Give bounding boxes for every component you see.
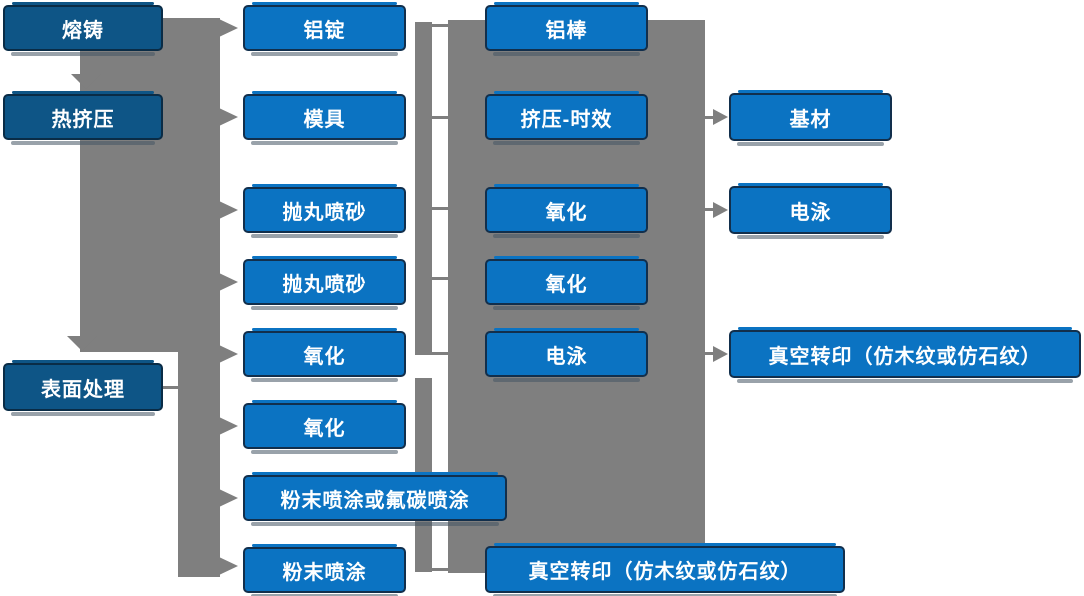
node-label: 氧化 [303,345,346,368]
arrow-shaft-to-substrate [705,116,714,119]
node-label: 电泳 [789,201,832,224]
node-vacuum-transfer-1: 真空转印（仿木纹或仿石纹） [485,543,845,596]
node-extrusion-aging: 挤压-时效 [485,91,648,145]
node-label: 抛丸喷砂 [282,273,367,296]
arrow-shaft-to-electrophoresis-2 [705,208,714,211]
node-hot-extrusion: 热挤压 [3,91,163,145]
node-label: 氧化 [303,417,346,440]
link-line-vacuum-transfer-1 [432,568,448,571]
node-label: 真空转印（仿木纹或仿石纹） [528,561,802,583]
node-substrate: 基材 [729,90,892,146]
arrow-down-to-hot-extrusion-icon [71,74,101,89]
node-electrophoresis-2: 电泳 [729,183,892,239]
arrow-right-to-shot-blasting-1-icon [219,201,238,219]
node-vacuum-transfer-2: 真空转印（仿木纹或仿石纹） [729,327,1081,383]
link-line-oxidation-4 [432,277,448,280]
arrow-right-to-aluminum-ingot-icon [219,19,238,37]
node-label: 氧化 [545,273,588,296]
node-oxidation-4: 氧化 [485,256,648,310]
node-oxidation-3: 氧化 [485,184,648,238]
node-label: 铝锭 [303,19,346,42]
node-shot-blasting-2: 抛丸喷砂 [243,256,406,310]
node-mold: 模具 [243,91,406,145]
arrow-right-to-electrophoresis-2-icon [713,202,728,218]
connector-middle-rail-upper [415,22,432,355]
link-line-aluminum-rod [432,24,448,27]
node-aluminum-ingot: 铝锭 [243,2,406,56]
arrow-right-to-powder-fluorocarbon-icon [219,489,238,507]
arrow-right-to-powder-coating-icon [219,557,238,575]
node-oxidation-1: 氧化 [243,328,406,382]
link-line-extrusion-aging [432,116,448,119]
node-label: 抛丸喷砂 [282,201,367,224]
connector-surface-trunk [178,346,220,577]
link-line-electrophoresis-1 [432,352,448,355]
link-surface-treatment-line [163,386,179,389]
node-label: 基材 [789,108,832,131]
node-label: 电泳 [545,345,588,368]
arrow-right-to-oxidation-1-icon [219,345,238,363]
node-label: 粉末喷涂 [282,561,367,584]
arrow-right-to-substrate-icon [713,109,728,125]
node-powder-coating: 粉末喷涂 [243,544,406,596]
node-aluminum-rod: 铝棒 [485,2,648,56]
node-label: 模具 [303,108,346,131]
node-label: 真空转印（仿木纹或仿石纹） [768,345,1042,368]
node-label: 铝棒 [545,19,588,42]
node-label: 熔铸 [62,19,104,42]
node-shot-blasting-1: 抛丸喷砂 [243,184,406,238]
connector-main-trunk [80,18,220,352]
node-melt-casting: 熔铸 [3,2,163,56]
node-electrophoresis-1: 电泳 [485,328,648,382]
arrow-down-to-surface-treatment-icon [67,336,97,351]
arrow-right-to-mold-icon [219,108,238,126]
node-label: 氧化 [545,201,588,224]
node-oxidation-2: 氧化 [243,400,406,454]
arrow-right-to-oxidation-2-icon [219,417,238,435]
node-label: 粉末喷涂或氟碳喷涂 [280,489,470,512]
node-label: 挤压-时效 [520,108,613,131]
node-label: 热挤压 [51,108,115,131]
node-surface-treatment: 表面处理 [3,360,163,416]
arrow-right-to-vacuum-transfer-2-icon [713,346,728,362]
node-label: 表面处理 [41,378,125,401]
node-powder-or-fluorocarbon: 粉末喷涂或氟碳喷涂 [243,472,507,526]
link-line-oxidation-3 [432,207,448,210]
arrow-shaft-to-vacuum-transfer-2 [705,352,714,355]
arrow-right-to-shot-blasting-2-icon [219,273,238,291]
